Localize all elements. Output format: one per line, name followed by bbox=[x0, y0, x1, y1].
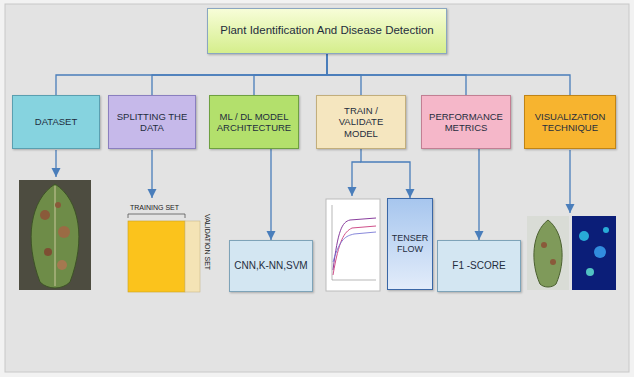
heatmap bbox=[572, 216, 616, 290]
box-text: CNN,K-NN,SVM bbox=[234, 260, 307, 272]
bracket bbox=[128, 214, 185, 218]
box-text: TENSER FLOW bbox=[392, 233, 429, 255]
graph-curve bbox=[333, 232, 376, 262]
stage-box: TRAIN / VALIDATE MODEL bbox=[316, 95, 406, 149]
panel bbox=[5, 4, 629, 372]
leaf-spot bbox=[44, 248, 52, 256]
tool-box: TENSER FLOW bbox=[387, 198, 433, 290]
stage-box: DATASET bbox=[12, 95, 100, 149]
detail-box: F1 -SCORE bbox=[437, 240, 521, 292]
graph-curve bbox=[333, 226, 376, 275]
leaf-shape bbox=[31, 184, 79, 288]
stage-box: PERFORMANCE METRICS bbox=[421, 95, 511, 149]
detail-box: CNN,K-NN,SVM bbox=[229, 240, 313, 292]
box-text: Plant Identification And Disease Detecti… bbox=[220, 24, 434, 38]
connector bbox=[152, 54, 327, 95]
connector bbox=[254, 54, 327, 95]
split-figure bbox=[128, 214, 200, 292]
stage-box: VISUALIZATION TECHNIQUE bbox=[524, 95, 616, 149]
visualization-images bbox=[527, 216, 616, 290]
leaf-spot bbox=[55, 202, 61, 208]
leaf-spot bbox=[550, 259, 556, 265]
connector bbox=[56, 54, 327, 95]
connector bbox=[327, 54, 570, 95]
box-text: F1 -SCORE bbox=[452, 260, 505, 272]
graph-curve bbox=[333, 218, 376, 270]
heat-spot bbox=[586, 268, 594, 276]
heat-spot bbox=[579, 231, 589, 241]
leaf-spot bbox=[40, 210, 50, 220]
arrow-line bbox=[569, 150, 570, 213]
figure-label: VALIDATION SET bbox=[203, 214, 211, 270]
box-text: TRAIN / VALIDATE MODEL bbox=[321, 105, 401, 139]
training-block bbox=[128, 221, 185, 292]
leaf-photo bbox=[19, 180, 91, 290]
box-text: DATASET bbox=[35, 116, 77, 127]
photo-ground bbox=[19, 180, 91, 290]
box-text: VISUALIZATION TECHNIQUE bbox=[529, 111, 611, 134]
connector bbox=[270, 149, 271, 240]
leaf-spot bbox=[58, 226, 70, 238]
stage-box: SPLITTING THE DATA bbox=[108, 95, 196, 149]
connector bbox=[478, 149, 479, 240]
stage-box: ML / DL MODEL ARCHITECTURE bbox=[209, 95, 299, 149]
arrow-line bbox=[151, 150, 152, 198]
box-text: PERFORMANCE METRICS bbox=[426, 111, 506, 134]
leaf-shape bbox=[534, 220, 562, 287]
box-text: SPLITTING THE DATA bbox=[113, 111, 191, 134]
heat-spot bbox=[603, 227, 609, 233]
box-text: ML / DL MODEL ARCHITECTURE bbox=[214, 111, 294, 134]
root-box: Plant Identification And Disease Detecti… bbox=[207, 8, 447, 54]
graph-ground bbox=[326, 199, 380, 291]
figure-label: TRAINING SET bbox=[130, 204, 179, 212]
accuracy-graph bbox=[326, 199, 380, 291]
arrow-line bbox=[55, 150, 56, 177]
graph-axes bbox=[332, 205, 376, 280]
photo-ground bbox=[527, 216, 569, 290]
leaf-spot bbox=[541, 242, 547, 248]
heat-spot bbox=[594, 246, 606, 258]
arrow-line bbox=[352, 162, 361, 196]
connector bbox=[361, 149, 410, 198]
leaf-vein bbox=[55, 186, 56, 286]
leaf-spot bbox=[57, 260, 67, 270]
validation-block bbox=[185, 221, 200, 292]
